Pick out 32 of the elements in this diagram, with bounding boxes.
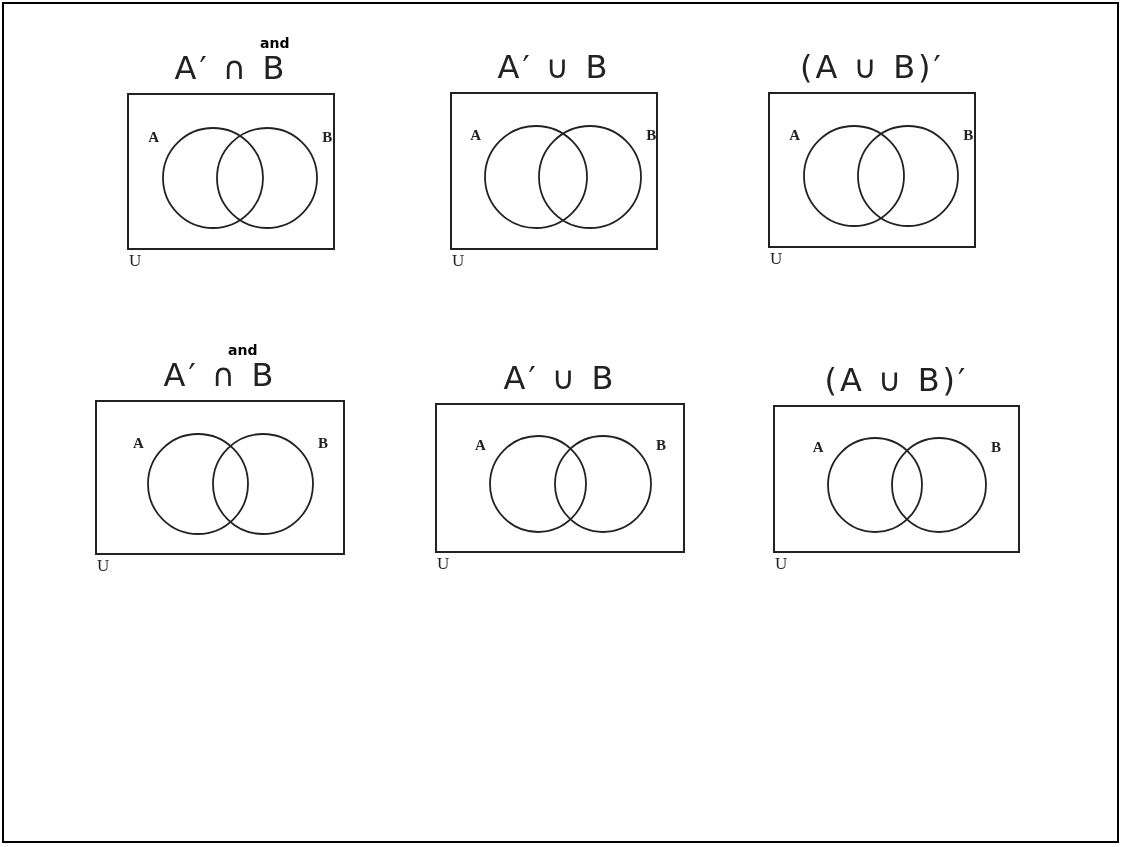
handwritten-note: and	[260, 35, 290, 51]
set-label: A	[148, 128, 160, 146]
set-label: B	[646, 127, 657, 145]
universe-label: U	[770, 249, 783, 269]
set-label: B	[991, 438, 1001, 456]
universe-rectangle	[768, 92, 976, 248]
universe-rectangle	[773, 405, 1020, 553]
universe-rectangle	[95, 400, 345, 555]
set-label: A	[475, 437, 486, 454]
set-expression: A′ ∩ B	[163, 356, 277, 394]
universe-label: U	[437, 554, 450, 574]
set-label: B	[656, 437, 666, 454]
set-expression: (A ∪ B)′	[800, 48, 944, 86]
set-expression: A′ ∩ B	[174, 49, 288, 87]
set-label: B	[318, 434, 328, 452]
set-label: B	[963, 127, 974, 145]
universe-rectangle	[450, 92, 658, 250]
universe-rectangle	[435, 403, 685, 553]
universe-label: U	[97, 556, 110, 576]
set-label: A	[812, 438, 824, 456]
universe-label: U	[452, 251, 465, 271]
universe-label: U	[775, 554, 788, 574]
set-expression: A′ ∪ B	[503, 359, 617, 397]
universe-label: U	[129, 251, 142, 271]
set-label: A	[133, 434, 144, 452]
set-label: B	[322, 128, 333, 146]
set-expression: (A ∪ B)′	[824, 361, 969, 399]
set-expression: A′ ∪ B	[497, 48, 611, 86]
set-label: A	[470, 127, 482, 145]
handwritten-note: and	[228, 342, 258, 358]
set-label: A	[789, 127, 801, 145]
universe-rectangle	[127, 93, 335, 250]
